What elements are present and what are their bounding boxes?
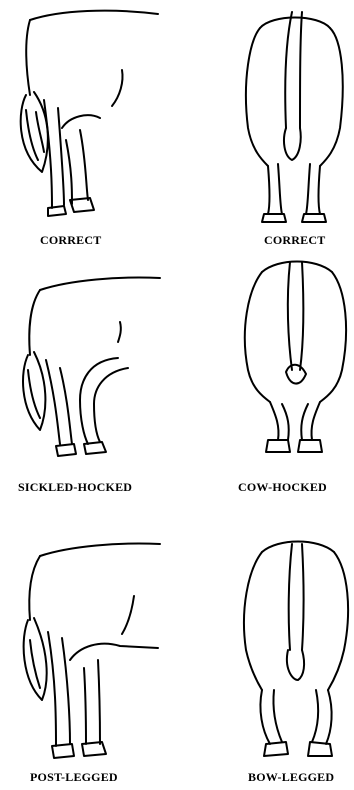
rear-view-cow-hocked-drawing <box>245 262 346 453</box>
caption-side-correct: CORRECT <box>40 233 101 248</box>
rear-view-bow-legged-drawing <box>244 542 348 757</box>
caption-side-sickled-hocked: SICKLED-HOCKED <box>18 480 132 495</box>
side-view-post-legged-drawing <box>24 544 160 759</box>
caption-rear-cow-hocked: COW-HOCKED <box>238 480 327 495</box>
caption-side-post-legged: POST-LEGGED <box>30 770 118 785</box>
rear-view-correct-drawing <box>246 12 343 222</box>
side-view-sickled-hocked-drawing <box>23 278 160 457</box>
caption-rear-correct: CORRECT <box>264 233 325 248</box>
side-view-correct-drawing <box>21 11 158 216</box>
caption-rear-bow-legged: BOW-LEGGED <box>248 770 334 785</box>
